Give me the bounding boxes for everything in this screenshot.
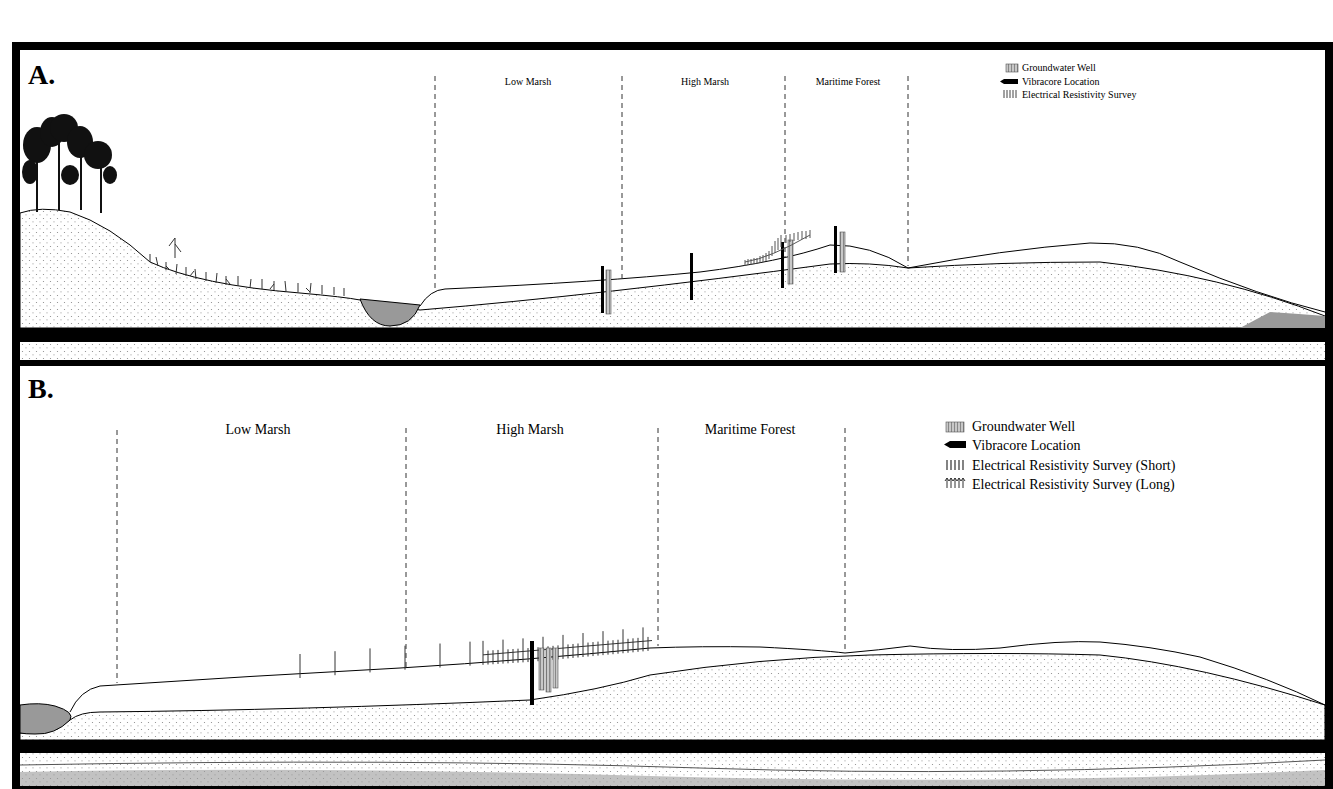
panel-letter: B. [28, 374, 54, 405]
survey-electrode [508, 649, 509, 663]
marsh-surface [420, 243, 1325, 312]
survey-electrode [488, 651, 489, 665]
legend-text: Groundwater Well [1022, 62, 1096, 73]
survey-electrode [603, 631, 604, 655]
zone-label: Maritime Forest [705, 422, 796, 437]
sand-body [20, 654, 1325, 741]
legend-sample [946, 422, 964, 432]
strip [20, 342, 1325, 360]
panel-a [20, 50, 1325, 328]
survey-electrode [573, 644, 574, 658]
trees [22, 114, 117, 213]
survey-electrode [618, 640, 619, 654]
resistivity-survey [745, 230, 810, 266]
survey-electrode [583, 633, 584, 657]
groundwater-well [539, 648, 558, 692]
frame [12, 42, 1333, 789]
groundwater-well [606, 270, 611, 314]
survey-electrode [568, 644, 569, 658]
legend-text: Electrical Resistivity Survey [1022, 89, 1136, 100]
survey-electrode [513, 649, 514, 663]
survey-electrode [588, 643, 589, 657]
legend-sample [944, 441, 966, 448]
tidal-channel [20, 704, 71, 734]
survey-electrode [623, 629, 624, 653]
survey-electrode [483, 641, 484, 665]
survey-electrode [300, 654, 301, 678]
legend-sample [947, 460, 963, 470]
survey-electrode [493, 650, 494, 664]
vibracore [530, 641, 534, 705]
legend-text: Vibracore Location [1022, 76, 1099, 87]
marsh-surface [70, 642, 1325, 712]
resistivity-survey [300, 627, 652, 678]
survey-electrode [523, 638, 524, 662]
survey-electrode [608, 641, 609, 655]
survey-electrode [563, 635, 564, 659]
zone-boundary [435, 76, 908, 290]
tidal-channel [360, 299, 420, 326]
survey-electrode [335, 651, 336, 675]
legend-sample [1004, 90, 1016, 98]
shrubs [150, 238, 344, 296]
survey-electrode [593, 642, 594, 656]
survey-electrode [648, 637, 649, 651]
zone-label: High Marsh [681, 76, 729, 87]
strip [20, 753, 1325, 786]
legend-text: Electrical Resistivity Survey (Long) [972, 477, 1175, 492]
zone-boundary [117, 428, 845, 683]
legend-sample [945, 478, 965, 488]
survey-electrode [470, 642, 471, 666]
panel-letter: A. [28, 60, 55, 91]
survey-electrode [503, 640, 504, 664]
groundwater-well [840, 232, 845, 272]
survey-electrode [518, 649, 519, 663]
survey-electrode [628, 639, 629, 653]
legend-sample [1006, 64, 1018, 72]
zone-label: Low Marsh [505, 76, 551, 87]
panel-b [20, 366, 1325, 740]
survey-electrode [638, 638, 639, 652]
survey-electrode [578, 643, 579, 657]
zone-label: Low Marsh [226, 422, 291, 437]
survey-electrode [538, 647, 539, 661]
survey-electrode [370, 648, 371, 672]
survey-electrode [643, 627, 644, 651]
survey-electrode [528, 648, 529, 662]
survey-electrode [440, 644, 441, 668]
sand-body [20, 209, 1325, 328]
strip-band [20, 770, 1325, 786]
survey-electrode [633, 638, 634, 652]
zone-label: High Marsh [496, 422, 563, 437]
water [1240, 312, 1325, 328]
legend-sample [1000, 79, 1018, 84]
survey-electrode [598, 642, 599, 656]
legend-text: Electrical Resistivity Survey (Short) [972, 458, 1175, 473]
vibracore [601, 226, 837, 313]
legend-text: Groundwater Well [972, 419, 1075, 434]
survey-electrode [405, 646, 406, 670]
zone-label: Maritime Forest [816, 76, 881, 87]
survey-electrode [613, 640, 614, 654]
legend-text: Vibracore Location [972, 438, 1080, 453]
survey-electrode [498, 650, 499, 664]
